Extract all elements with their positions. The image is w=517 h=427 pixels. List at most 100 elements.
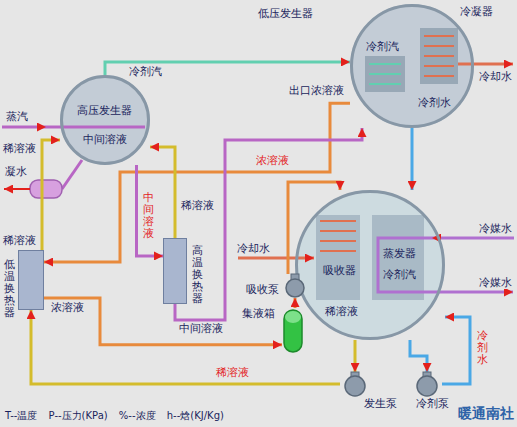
text-holder: 稀溶液	[215, 367, 250, 379]
text-holder: 冷却水	[236, 242, 271, 255]
refrigerant-pump: 冷剂泵	[412, 372, 442, 396]
tube-bundle	[365, 56, 405, 92]
pipe-connector	[442, 317, 470, 384]
shell-outline	[352, 6, 473, 127]
absorber-evaporator-shell: 吸收器 蒸发器	[295, 190, 445, 340]
flow-label: 冷剂汽	[366, 40, 399, 53]
flow-label: 稀溶液	[2, 234, 37, 247]
tank-top	[285, 311, 301, 323]
text-holder: 低温换热器	[4, 259, 15, 319]
absorption-pump-outline	[284, 274, 306, 298]
flow-label: 冷剂水	[418, 96, 451, 109]
text-holder: 稀溶液	[325, 305, 358, 318]
pipe-label: 中间溶液	[142, 192, 155, 240]
text-holder: 浓溶液	[255, 155, 290, 167]
text-holder: 稀溶液	[180, 200, 215, 212]
pump-body	[286, 279, 304, 297]
pipe-connector	[354, 340, 357, 372]
text-holder: 低压发生器	[258, 8, 313, 20]
flow-label: 冷却水	[478, 70, 513, 83]
node-label: 高温换热器	[192, 245, 203, 305]
text-holder: 高压发生器	[77, 105, 132, 117]
flow-label: 中间溶液	[83, 133, 127, 146]
text-holder: 冷剂汽	[366, 40, 399, 53]
node-label: 冷剂泵	[416, 398, 449, 410]
text-holder: 冷剂泵	[416, 398, 449, 410]
text-holder: 冷剂汽	[383, 268, 416, 281]
text-holder: 高温换热器	[192, 245, 203, 305]
shell-outline	[62, 77, 149, 164]
pipe-label: 冷剂水	[476, 330, 489, 366]
high-pressure-generator-outline	[60, 75, 150, 165]
pump-body	[345, 376, 365, 396]
node-label: 发生泵	[364, 398, 397, 410]
pipe-label: 中间溶液	[178, 323, 224, 335]
text-holder: 中间溶液	[178, 323, 224, 335]
pipe-label: 浓溶液	[50, 302, 85, 314]
text-holder: 浓溶液	[50, 302, 85, 314]
chilled-water-coil	[378, 238, 432, 292]
node-label: 低温换热器	[4, 259, 15, 319]
flow-label: 冷却水	[236, 242, 271, 255]
pipe-label: 稀溶液	[2, 143, 37, 155]
flow-label: 蒸汽	[5, 110, 29, 123]
text-holder: 冷凝器	[460, 6, 493, 18]
generator-pump: 发生泵	[340, 372, 370, 396]
evaporator-bundle	[372, 215, 424, 300]
generator-condenser-shell: 低压发生器冷凝器	[350, 4, 474, 128]
high-temp-heat-exchanger: 高温换热器	[163, 238, 187, 304]
tank-body	[284, 310, 302, 352]
text-holder: 冷剂水	[476, 330, 489, 366]
text-holder: 中间溶液	[83, 133, 127, 146]
pipe-label: 冷剂汽	[128, 66, 163, 78]
flow-label: 凝水	[4, 165, 28, 178]
cooling-water-pipe	[238, 257, 314, 260]
liquid-collector-outline	[282, 308, 304, 354]
pipe-connector	[175, 128, 362, 320]
cooling-water-pipe	[458, 63, 513, 66]
text-holder: 发生泵	[364, 398, 397, 410]
text-holder: 蒸汽	[5, 110, 29, 123]
text-holder: 稀溶液	[2, 143, 37, 155]
text-holder: 冷剂水	[418, 96, 451, 109]
legend-note: T--温度 P--压力(KPa) %--浓度 h--焓(KJ/Kg)	[4, 410, 225, 422]
node-label: 蒸发器	[383, 248, 416, 260]
pump-body	[417, 376, 437, 396]
node-label: 吸收泵	[246, 284, 279, 296]
node-label: 高压发生器	[77, 105, 132, 117]
text-holder: 冷媒水	[478, 276, 513, 289]
flow-label: 冷剂汽	[383, 268, 416, 281]
pipe-label: 稀溶液	[215, 367, 250, 379]
text-holder: 中间溶液	[142, 192, 155, 240]
text-holder: 出口浓溶液	[288, 84, 345, 97]
text-holder: 暖通南社	[457, 405, 515, 421]
flow-label: 冷媒水	[478, 222, 513, 235]
refrigerant-pump-outline	[412, 372, 442, 396]
text-holder: 吸收器	[323, 265, 356, 277]
text-holder: 吸收泵	[246, 284, 279, 296]
tube-bundle	[420, 28, 458, 84]
text-holder: 凝水	[4, 165, 28, 178]
flow-label: 出口浓溶液	[288, 84, 345, 97]
pipe-connector	[411, 128, 414, 190]
pipe-connector	[294, 298, 297, 308]
absorber-evaporator-shell-outline	[295, 190, 445, 340]
node-label: 集液箱	[242, 308, 275, 320]
pipe-label: 浓溶液	[255, 155, 290, 167]
absorber-shell-fill	[295, 190, 445, 340]
text-holder: 冷却水	[478, 70, 513, 83]
text-holder: 蒸发器	[383, 248, 416, 260]
low-temp-heat-exchanger: 低温换热器	[18, 250, 44, 310]
flow-label: 冷媒水	[478, 276, 513, 289]
generator-shell-fill	[60, 75, 150, 165]
chilled-water-pipe	[432, 237, 514, 240]
chilled-water-pipe	[430, 291, 513, 294]
flow-label: 稀溶液	[325, 305, 358, 318]
pipe-connector	[42, 140, 60, 250]
condensate-exchanger	[30, 180, 62, 198]
text-holder: T--温度 P--压力(KPa) %--浓度 h--焓(KJ/Kg)	[4, 410, 225, 422]
pipe-connector	[410, 340, 427, 372]
node-label: 冷凝器	[460, 6, 493, 18]
condensate-outlet	[4, 188, 30, 190]
